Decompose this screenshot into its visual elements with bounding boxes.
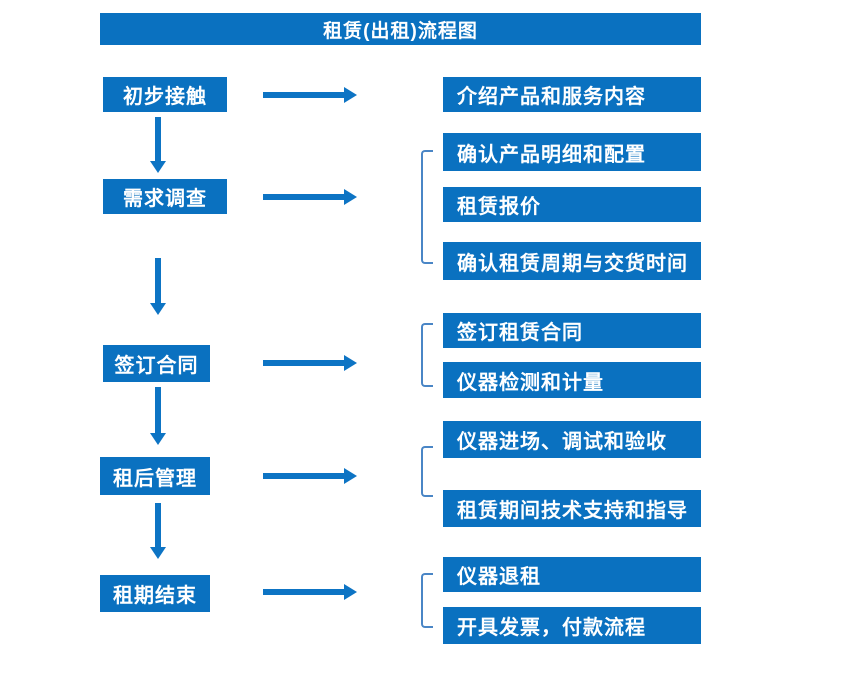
arrow-head (344, 87, 357, 103)
arrow-shaft (263, 194, 345, 200)
detail-box-sign-rental-contract: 签订租赁合同 (443, 313, 701, 348)
bracket-group-sign-contract (421, 323, 433, 387)
detail-box-instrument-inspection: 仪器检测和计量 (443, 362, 701, 398)
right-arrow-icon-3 (263, 355, 357, 371)
detail-box-invoice-payment: 开具发票，付款流程 (443, 607, 701, 644)
step-box-demand-survey: 需求调查 (103, 179, 227, 214)
detail-box-tech-support: 租赁期间技术支持和指导 (443, 490, 701, 527)
right-arrow-icon-1 (263, 87, 357, 103)
bracket-group-rental-end (421, 573, 433, 628)
arrow-head (150, 433, 166, 445)
arrow-shaft (155, 503, 161, 547)
bracket-group-post-rental (421, 446, 433, 497)
arrow-shaft (263, 589, 345, 595)
arrow-head (150, 161, 166, 173)
detail-box-rental-quote: 租赁报价 (443, 187, 701, 222)
arrow-head (344, 468, 357, 484)
down-arrow-icon-2 (150, 258, 166, 315)
detail-box-confirm-product-config: 确认产品明细和配置 (443, 133, 701, 171)
page-title: 租赁(出租)流程图 (323, 20, 478, 42)
arrow-shaft (155, 258, 161, 303)
arrow-head (344, 355, 357, 371)
right-arrow-icon-4 (263, 468, 357, 484)
arrow-shaft (263, 360, 345, 366)
arrow-shaft (263, 473, 345, 479)
down-arrow-icon-3 (150, 387, 166, 445)
arrow-shaft (155, 387, 161, 433)
arrow-shaft (155, 117, 161, 161)
right-arrow-icon-5 (263, 584, 357, 600)
title-bar: 租赁(出租)流程图 (100, 13, 701, 45)
arrow-head (150, 547, 166, 559)
arrow-head (344, 189, 357, 205)
step-box-post-rental-management: 租后管理 (100, 457, 210, 495)
down-arrow-icon-4 (150, 503, 166, 559)
arrow-shaft (263, 92, 345, 98)
detail-box-instrument-arrival: 仪器进场、调试和验收 (443, 421, 701, 458)
bracket-group-demand-survey (421, 150, 433, 264)
down-arrow-icon-1 (150, 117, 166, 173)
detail-box-instrument-return: 仪器退租 (443, 557, 701, 592)
arrow-head (344, 584, 357, 600)
arrow-head (150, 303, 166, 315)
right-arrow-icon-2 (263, 189, 357, 205)
step-box-initial-contact: 初步接触 (103, 77, 227, 112)
detail-box-confirm-period-delivery: 确认租赁周期与交货时间 (443, 242, 701, 280)
step-box-rental-end: 租期结束 (100, 575, 210, 612)
step-box-sign-contract: 签订合同 (103, 345, 210, 382)
detail-box-introduce-products: 介绍产品和服务内容 (443, 77, 701, 112)
